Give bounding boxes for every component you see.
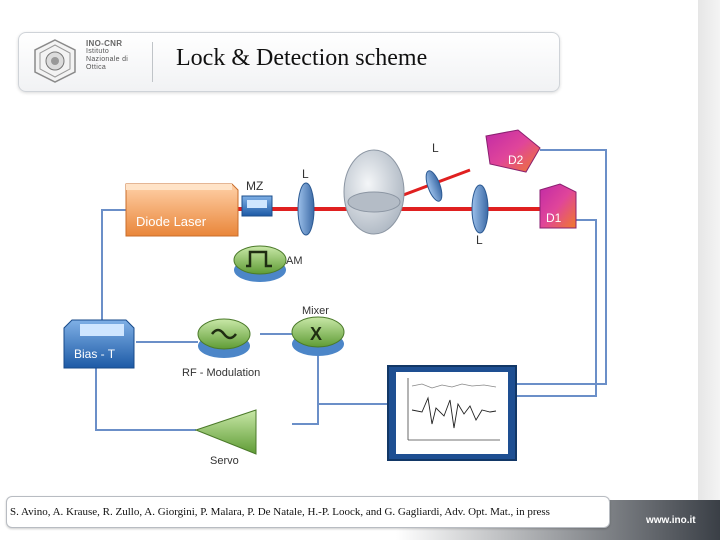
am-module: AM xyxy=(233,245,303,282)
org-line-1: Istituto xyxy=(86,48,110,55)
wire-d1-monitor xyxy=(516,219,597,397)
lens-2 xyxy=(425,170,443,202)
org-line-3: Ottica xyxy=(86,64,107,71)
servo: Servo xyxy=(194,409,257,467)
wire-laser-bias xyxy=(101,209,126,324)
org-line-2: Nazionale di xyxy=(86,56,129,63)
org-name: INO-CNR xyxy=(86,39,123,48)
rf-label: RF - Modulation xyxy=(182,367,260,379)
detector-d1: D1 xyxy=(539,183,577,229)
diagram-svg: Diode Laser MZ L L L D2 D1 AM Bias - T xyxy=(63,129,607,467)
am-label: AM xyxy=(286,255,303,267)
seal-icon xyxy=(34,39,76,83)
laser-label: Diode Laser xyxy=(136,214,207,229)
ino-logo xyxy=(30,38,80,84)
right-decor-strip xyxy=(698,0,720,540)
sine-icon xyxy=(211,328,237,340)
logo-divider xyxy=(152,42,153,82)
mz-modulator: MZ xyxy=(241,179,273,217)
mz-label: MZ xyxy=(246,179,263,193)
footer-url[interactable]: www.ino.it xyxy=(646,515,696,526)
detection-diagram: Diode Laser MZ L L L D2 D1 AM Bias - T xyxy=(56,114,654,476)
citation-box xyxy=(6,496,610,528)
detector-d2: D2 xyxy=(485,129,541,173)
wire-network xyxy=(95,149,607,431)
lens-3 xyxy=(471,184,489,234)
plot-trace-bottom xyxy=(411,396,497,429)
resonator-cell xyxy=(343,149,405,235)
org-name-block: INO-CNR Istituto Nazionale di Ottica xyxy=(86,40,146,72)
lens-3-label: L xyxy=(476,233,483,247)
wire-d2-monitor xyxy=(516,149,607,385)
lens-1 xyxy=(297,182,315,236)
wire-mixer-servo xyxy=(292,350,319,425)
wire-servo-bias xyxy=(95,360,196,431)
d2-label: D2 xyxy=(508,153,524,167)
wire-monitor-mixer xyxy=(317,350,388,405)
bias-t: Bias - T xyxy=(63,319,135,369)
mixer-symbol: X xyxy=(310,324,322,344)
bias-label: Bias - T xyxy=(74,347,116,361)
d1-label: D1 xyxy=(546,211,562,225)
plot-trace-top xyxy=(411,383,497,389)
header-bar xyxy=(18,32,560,92)
pulse-icon xyxy=(246,250,272,268)
slide-title: Lock & Detection scheme xyxy=(176,45,428,71)
mixer-label: Mixer xyxy=(302,305,329,317)
servo-label: Servo xyxy=(210,455,239,467)
citation-text: S. Avino, A. Krause, R. Zullo, A. Giorgi… xyxy=(10,506,550,518)
diode-laser: Diode Laser xyxy=(125,183,239,237)
lens-1-label: L xyxy=(302,167,309,181)
oscilloscope-monitor xyxy=(387,365,517,461)
rf-modulation: RF - Modulation xyxy=(182,318,260,379)
lens-2-label: L xyxy=(432,141,439,155)
mixer: X Mixer xyxy=(291,305,345,356)
